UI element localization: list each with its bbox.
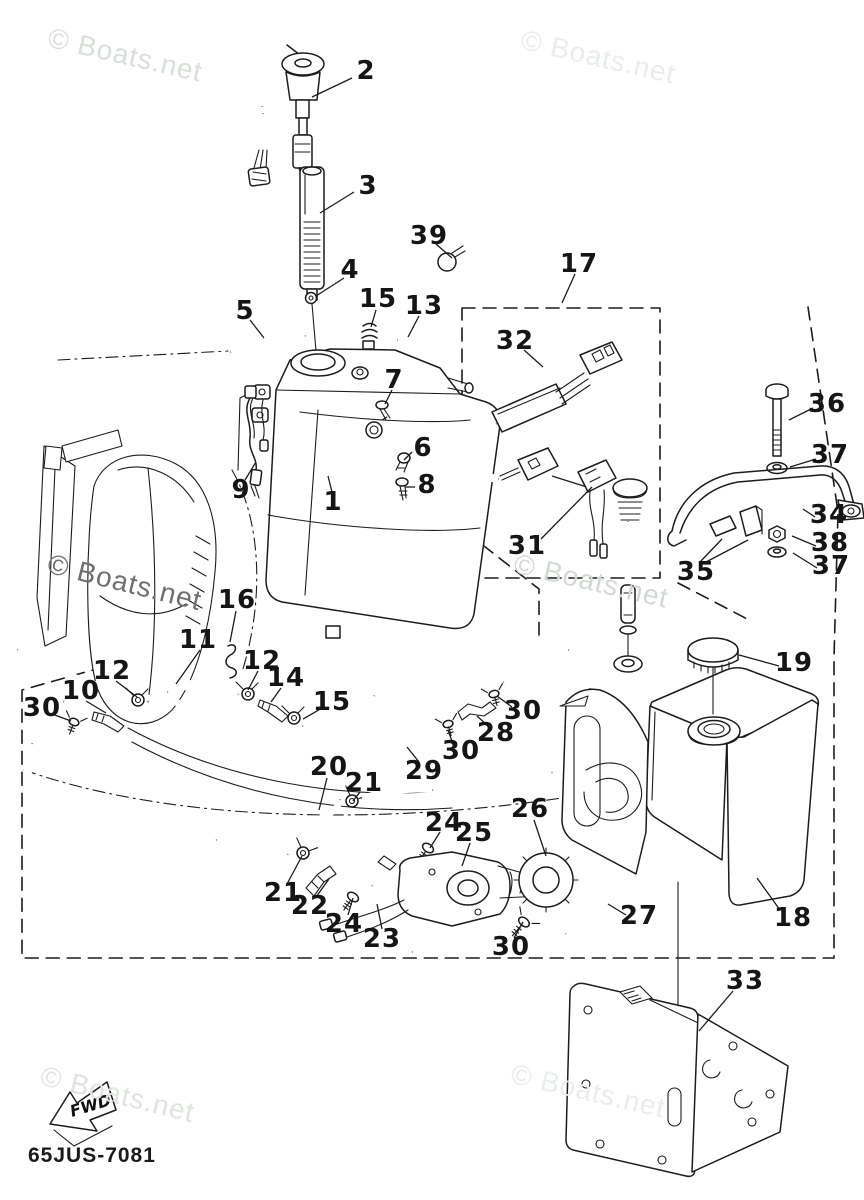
part-label-7-10: 7	[384, 365, 404, 395]
part-label-21-35: 21	[344, 768, 384, 798]
part-label-24-37: 24	[424, 808, 464, 838]
part-label-8-14: 8	[417, 470, 437, 500]
part-label-9-15: 9	[231, 475, 251, 505]
leader-lines	[51, 77, 818, 1032]
part-label-5-7: 5	[235, 296, 255, 326]
part-label-39-2: 39	[409, 221, 449, 251]
part-label-30-30: 30	[503, 696, 543, 726]
part-label-19-22: 19	[774, 648, 814, 678]
hose-5	[230, 331, 306, 357]
part-label-37-19: 37	[811, 551, 851, 581]
lower-left-hose	[23, 742, 218, 852]
part-label-37-11: 37	[810, 440, 850, 470]
spring-clamp-15	[361, 322, 378, 350]
part-label-6-12: 6	[413, 433, 433, 463]
oil-tank	[645, 637, 820, 1029]
nut-4	[304, 291, 318, 352]
part-label-15-4: 15	[358, 284, 398, 314]
part-label-34-13: 34	[809, 500, 849, 530]
part-label-21-39: 21	[263, 878, 303, 908]
grommet-26	[513, 847, 579, 913]
part-label-12-24: 12	[92, 656, 132, 686]
part-label-20-34: 20	[309, 752, 349, 782]
part-label-27-44: 27	[619, 901, 659, 931]
part-label-2-0: 2	[356, 56, 376, 86]
part-label-22-40: 22	[290, 891, 330, 921]
part-label-30-28: 30	[22, 693, 62, 723]
part-label-23-42: 23	[362, 924, 402, 954]
part-label-26-36: 26	[510, 794, 550, 824]
lower-hose-group	[285, 785, 435, 957]
part-label-3-1: 3	[358, 171, 378, 201]
part-label-31-17: 31	[507, 531, 547, 561]
part-label-10-25: 10	[61, 676, 101, 706]
engine-cowling	[16, 429, 569, 811]
part-label-30-32: 30	[441, 736, 481, 766]
oil-reservoir	[237, 348, 501, 639]
oil-pump	[318, 851, 552, 943]
part-label-18-45: 18	[773, 903, 813, 933]
hose-27	[563, 905, 647, 950]
part-label-30-43: 30	[491, 932, 531, 962]
part-label-33-46: 33	[725, 966, 765, 996]
part-label-12-26: 12	[242, 646, 282, 676]
part-label-38-18: 38	[810, 528, 850, 558]
part-label-32-8: 32	[495, 326, 535, 356]
wire-harness	[467, 341, 623, 489]
part-label-15-29: 15	[312, 687, 352, 717]
part-label-28-31: 28	[476, 718, 516, 748]
part-label-35-20: 35	[676, 557, 716, 587]
part-label-11-23: 11	[178, 625, 218, 655]
part-label-17-6: 17	[559, 249, 599, 279]
oil-level-sender	[247, 42, 325, 187]
part-label-29-33: 29	[404, 756, 444, 786]
part-label-16-21: 16	[217, 585, 257, 615]
part-label-4-3: 4	[340, 255, 360, 285]
tank-pocket	[548, 646, 649, 875]
part-label-1-16: 1	[323, 487, 343, 517]
part-label-13-5: 13	[404, 291, 444, 321]
strainer-tube	[299, 166, 325, 301]
sender-cable	[244, 385, 269, 499]
cap-sensor-assembly	[577, 459, 648, 673]
part-label-25-38: 25	[454, 818, 494, 848]
part-label-14-27: 14	[266, 663, 306, 693]
mid-hose-chain	[65, 646, 594, 746]
part-code: 65JUS-7081	[28, 1144, 156, 1167]
part-label-36-9: 36	[807, 389, 847, 419]
hook-16	[225, 644, 237, 679]
mount-hardware	[667, 383, 864, 558]
part-label-24-41: 24	[324, 909, 364, 939]
mount-bracket	[565, 982, 789, 1178]
